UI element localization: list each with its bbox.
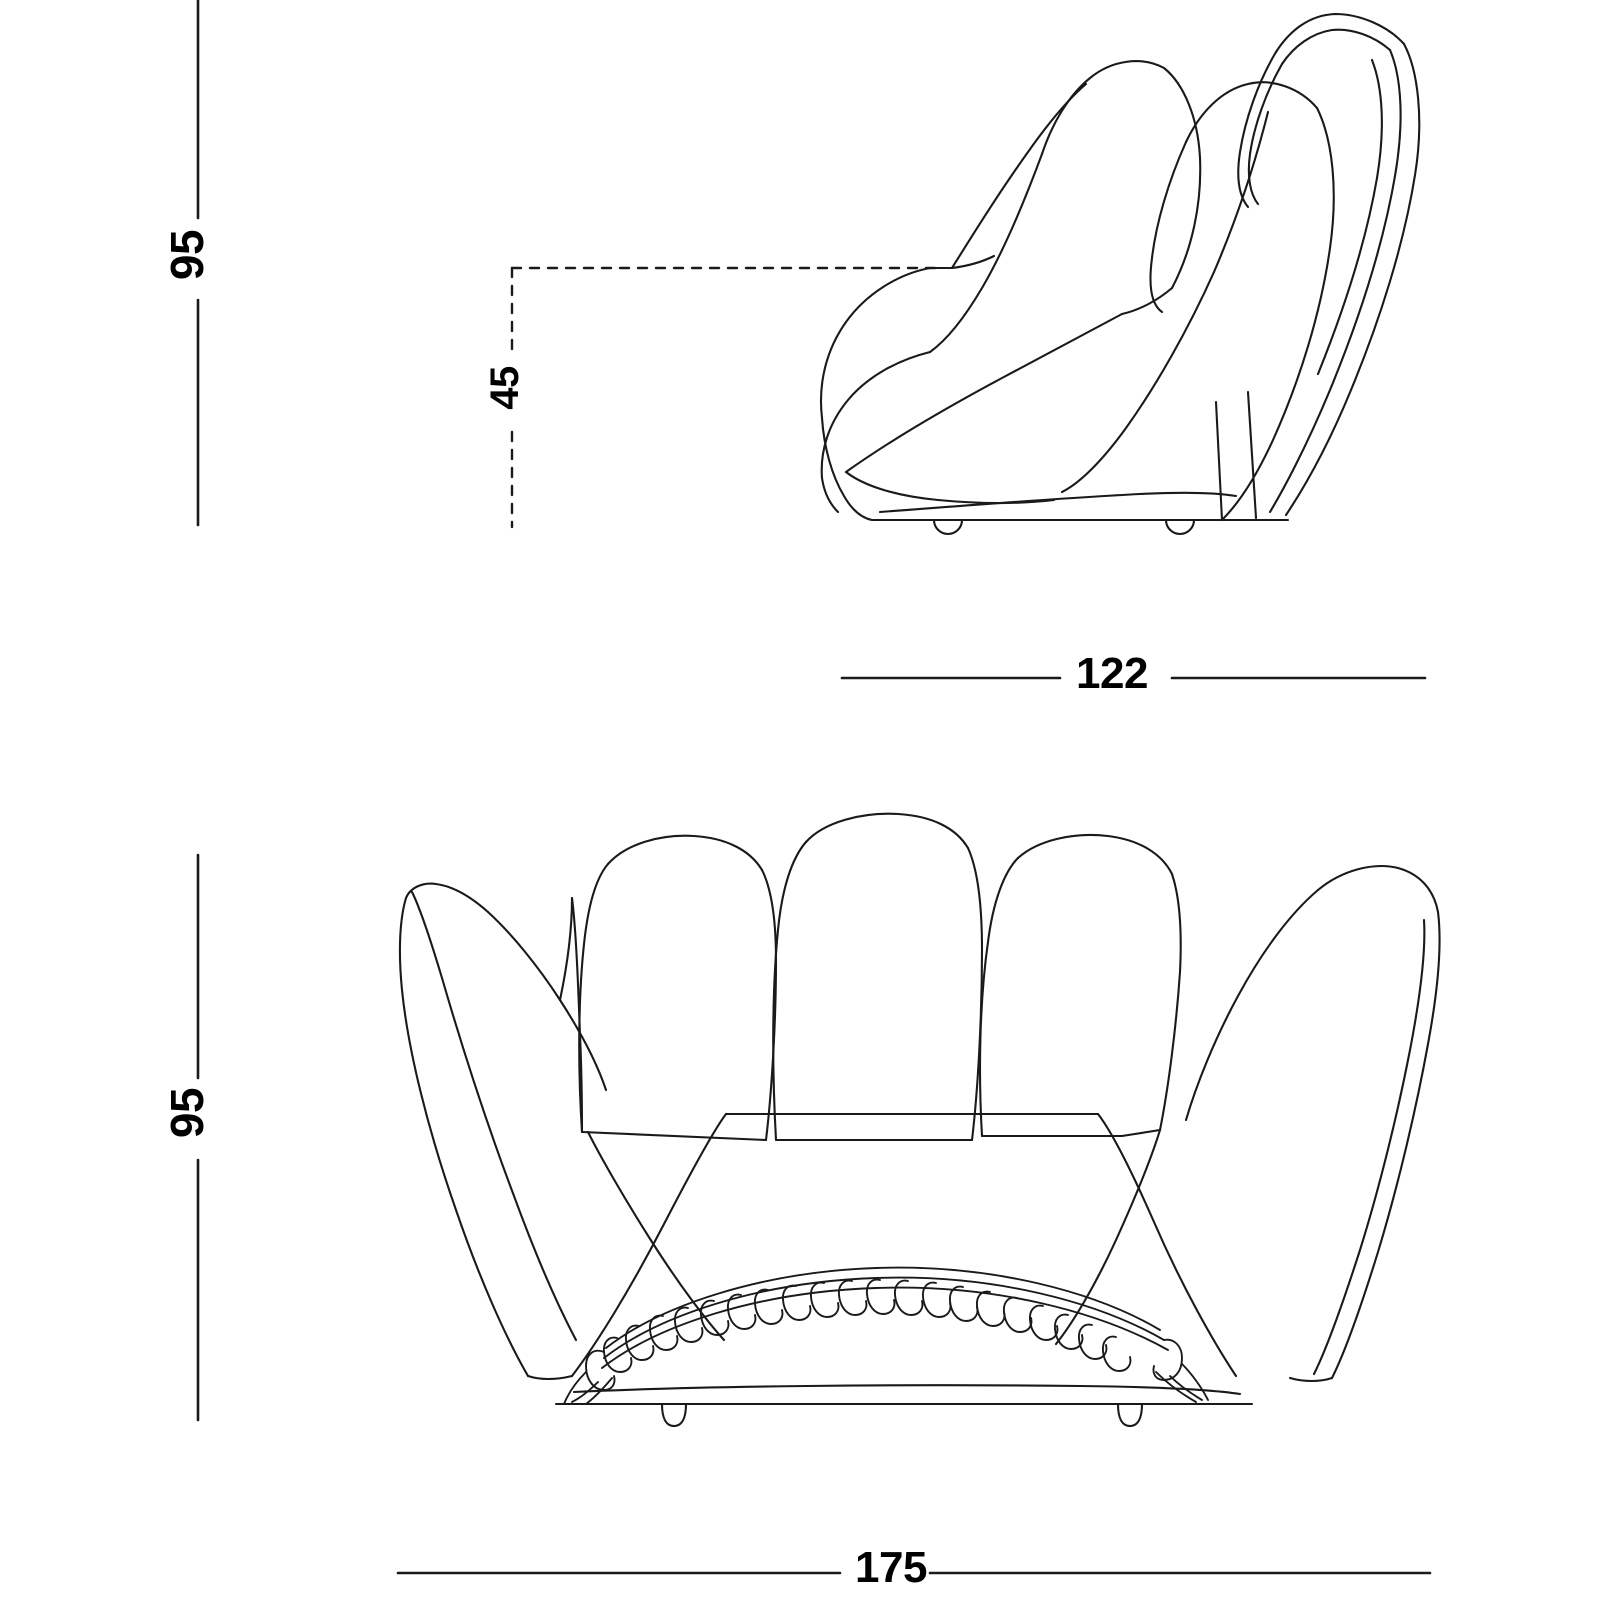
front-finger2-seam-left — [570, 896, 584, 1134]
side-back-outer-left — [1237, 50, 1278, 209]
side-seat-top-edge — [928, 254, 996, 270]
lace-tail-right-2 — [1169, 1375, 1203, 1401]
front-palm-left-edge — [570, 1112, 728, 1378]
dimension-label-depth: 122 — [1076, 649, 1148, 698]
lace-tail-right-3 — [1155, 1371, 1197, 1403]
side-foot-front — [932, 518, 964, 535]
dim-45-leader — [510, 266, 938, 529]
front-pinkie-tip — [1316, 865, 1440, 914]
front-finger2-bottom — [580, 1130, 768, 1142]
lace-end-right-loop — [1152, 1338, 1183, 1381]
front-finger3-top — [804, 812, 970, 850]
side-back-panel-edge2 — [1246, 390, 1258, 520]
side-back-panel-edge — [1214, 400, 1224, 522]
dimension-label-height-side: 95 — [161, 229, 214, 281]
side-lower-seam — [844, 470, 1056, 505]
front-pinkie-bottom — [1288, 1376, 1334, 1383]
side-view-chair — [819, 12, 1421, 535]
side-backrest-left — [1149, 140, 1188, 314]
front-finger4-right — [1158, 872, 1182, 1132]
front-finger3-right — [966, 846, 984, 1142]
lace-band-2 — [603, 1276, 1165, 1359]
front-pinkie-outer-right — [1330, 910, 1441, 1380]
front-palm-inner-right — [1054, 1128, 1162, 1346]
side-back-sliver — [1316, 58, 1383, 376]
lace-tail-right-1 — [1181, 1363, 1209, 1401]
side-plinth-top — [878, 491, 1238, 514]
lace-band-1 — [605, 1266, 1161, 1349]
side-mid-finger-bot — [1120, 286, 1174, 316]
side-backrest-right-edge — [1220, 106, 1335, 522]
front-foot-left — [660, 1402, 688, 1428]
lace-tail-left-1 — [563, 1371, 587, 1405]
lace-end-left-loop — [585, 1349, 616, 1391]
side-front-shoulder — [820, 350, 932, 480]
side-mid-finger-left — [928, 152, 1044, 354]
lace-tail-left-3 — [585, 1377, 613, 1405]
front-thumb-bottom — [526, 1374, 574, 1381]
side-back-inner-right — [1268, 48, 1402, 514]
front-view-chair — [398, 812, 1441, 1428]
front-palm-right-edge — [1096, 1112, 1238, 1378]
lace-stitches — [602, 1278, 1132, 1373]
dimension-label-seat-height: 45 — [482, 366, 527, 410]
dimension-label-width: 175 — [855, 1543, 927, 1592]
dimension-label-height-front: 95 — [161, 1087, 214, 1139]
front-pinkie-left — [1184, 888, 1320, 1122]
side-foot-rear — [1164, 518, 1196, 535]
side-back-inner-left — [1247, 62, 1284, 206]
front-finger2-left — [578, 862, 610, 1134]
front-finger4-left — [978, 856, 1020, 1138]
side-mid-finger-top — [1040, 60, 1166, 156]
side-back-outer-right — [1284, 42, 1421, 517]
side-back-top-cap — [1274, 12, 1406, 54]
front-thumb-outer-left — [398, 896, 530, 1378]
front-finger4-bottom — [980, 1128, 1162, 1138]
front-plinth-top — [572, 1384, 1242, 1396]
side-backrest-top — [1184, 81, 1319, 144]
front-foot-right — [1116, 1402, 1144, 1428]
side-long-seam-upper — [844, 312, 1124, 474]
front-finger3-left — [772, 840, 808, 1142]
front-palm-inner-left — [586, 1130, 726, 1342]
front-finger2-right — [760, 868, 778, 1142]
front-thumb-seam — [410, 890, 578, 1342]
front-thumb-outer-right — [486, 910, 608, 1092]
lace-band-3 — [601, 1286, 1169, 1369]
front-lacing — [563, 1266, 1209, 1405]
side-back-inner-cap — [1280, 28, 1392, 66]
front-thumb-tip — [404, 882, 490, 914]
front-finger2-top — [606, 834, 764, 872]
side-mid-finger-right — [1162, 66, 1202, 290]
side-outer-front-contour — [819, 266, 932, 522]
side-front-lower-turn — [820, 476, 840, 514]
front-finger4-top — [1016, 833, 1174, 876]
side-backrest-seam — [1060, 110, 1270, 494]
side-seam-to-back — [950, 82, 1088, 270]
dimension-lines — [196, 0, 1432, 1575]
lace-tail-left-2 — [571, 1381, 599, 1403]
front-pinkie-seam — [1312, 918, 1426, 1376]
front-finger2-notch — [558, 896, 574, 1002]
